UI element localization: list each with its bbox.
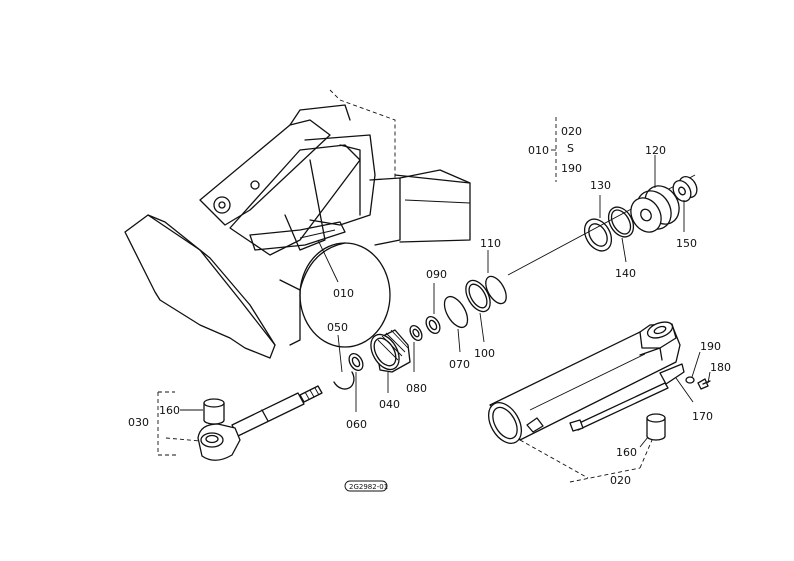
label-110: 110 xyxy=(480,237,501,250)
label-010-loader: 010 xyxy=(333,287,354,300)
label-range-end-190: 190 xyxy=(561,162,582,175)
part-020-cylinder-tube xyxy=(487,321,681,444)
label-080: 080 xyxy=(406,382,427,395)
part-150-nut xyxy=(672,176,698,202)
part-160-bushing-right xyxy=(646,413,666,441)
label-130: 130 xyxy=(590,179,611,192)
label-030: 030 xyxy=(128,416,149,429)
part-060-washer xyxy=(348,352,364,372)
part-090-ring xyxy=(425,315,441,335)
label-170: 170 xyxy=(692,410,713,423)
part-050-snap-ring xyxy=(333,371,355,390)
label-100: 100 xyxy=(474,347,495,360)
drawing-ref-frame xyxy=(344,480,388,492)
label-070: 070 xyxy=(449,358,470,371)
label-160-right: 160 xyxy=(616,446,637,459)
label-range-separator: S xyxy=(567,142,574,155)
drawing-reference: 2G2982-01 xyxy=(349,483,388,491)
label-150: 150 xyxy=(676,237,697,250)
label-040: 040 xyxy=(379,398,400,411)
loader-illustration xyxy=(124,89,471,359)
part-100-ring xyxy=(465,279,491,313)
label-160-left: 160 xyxy=(159,404,180,417)
part-170-pipe xyxy=(569,363,685,432)
label-190: 190 xyxy=(700,340,721,353)
label-020: 020 xyxy=(610,474,631,487)
part-110-o-ring xyxy=(485,275,507,305)
label-range-start-020: 020 xyxy=(561,125,582,138)
part-140-ring xyxy=(607,206,635,238)
label-120: 120 xyxy=(645,144,666,157)
label-140: 140 xyxy=(615,267,636,280)
label-060: 060 xyxy=(346,418,367,431)
part-130-seal xyxy=(583,218,613,252)
part-180-bolt xyxy=(697,378,711,390)
part-190-washer xyxy=(685,376,695,384)
part-160-bushing-left xyxy=(203,398,225,425)
label-010-group: 010 xyxy=(528,144,549,157)
label-090: 090 xyxy=(426,268,447,281)
part-120-piston xyxy=(630,185,680,233)
part-rod-assembly xyxy=(197,385,323,461)
label-180: 180 xyxy=(710,361,731,374)
part-080-bushing xyxy=(409,324,423,342)
part-070-o-ring xyxy=(443,295,469,329)
label-050: 050 xyxy=(327,321,348,334)
part-040-rod-guide xyxy=(370,329,411,373)
